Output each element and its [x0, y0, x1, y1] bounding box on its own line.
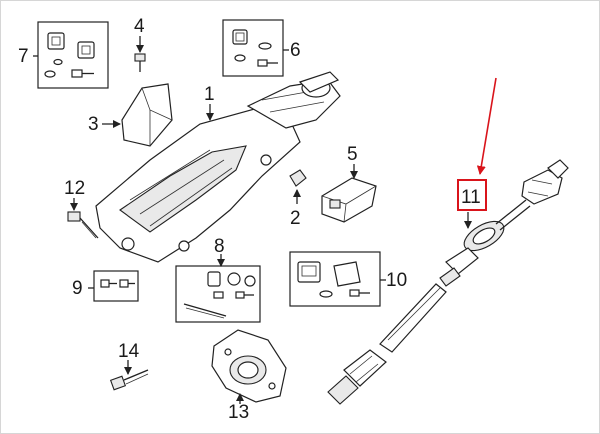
part-4-bolt	[134, 36, 146, 72]
callout-2: 2	[290, 208, 301, 229]
callout-7: 7	[18, 46, 29, 67]
part-8-kit-box	[175, 254, 261, 323]
callout-8: 8	[214, 236, 225, 257]
part-12-bolt	[67, 198, 99, 239]
callout-11-highlight-box	[457, 179, 487, 211]
callout-13: 13	[228, 402, 249, 423]
callout-11: 11	[461, 187, 481, 208]
part-9-kit-box	[93, 270, 139, 302]
callout-12: 12	[64, 178, 85, 199]
part-10-kit-box	[289, 251, 381, 307]
callout-10: 10	[386, 270, 407, 291]
part-13-flange	[211, 329, 287, 404]
part-6-kit-box	[222, 19, 284, 77]
callout-14: 14	[118, 341, 140, 362]
part-2-clip	[289, 169, 307, 204]
part-3-shroud	[102, 83, 173, 147]
callout-6: 6	[290, 40, 301, 61]
part-7-kit-box	[37, 21, 109, 89]
part-5-module	[321, 164, 377, 223]
callout-5: 5	[347, 144, 358, 165]
part-11-intermediate-shaft	[327, 159, 569, 405]
highlight-arrow	[476, 77, 497, 175]
callout-9: 9	[72, 278, 83, 299]
part-1-column-housing	[95, 71, 341, 263]
part-14-bolt	[109, 360, 149, 391]
callout-3: 3	[88, 114, 99, 135]
callout-4: 4	[134, 16, 145, 37]
callout-1: 1	[204, 84, 215, 105]
